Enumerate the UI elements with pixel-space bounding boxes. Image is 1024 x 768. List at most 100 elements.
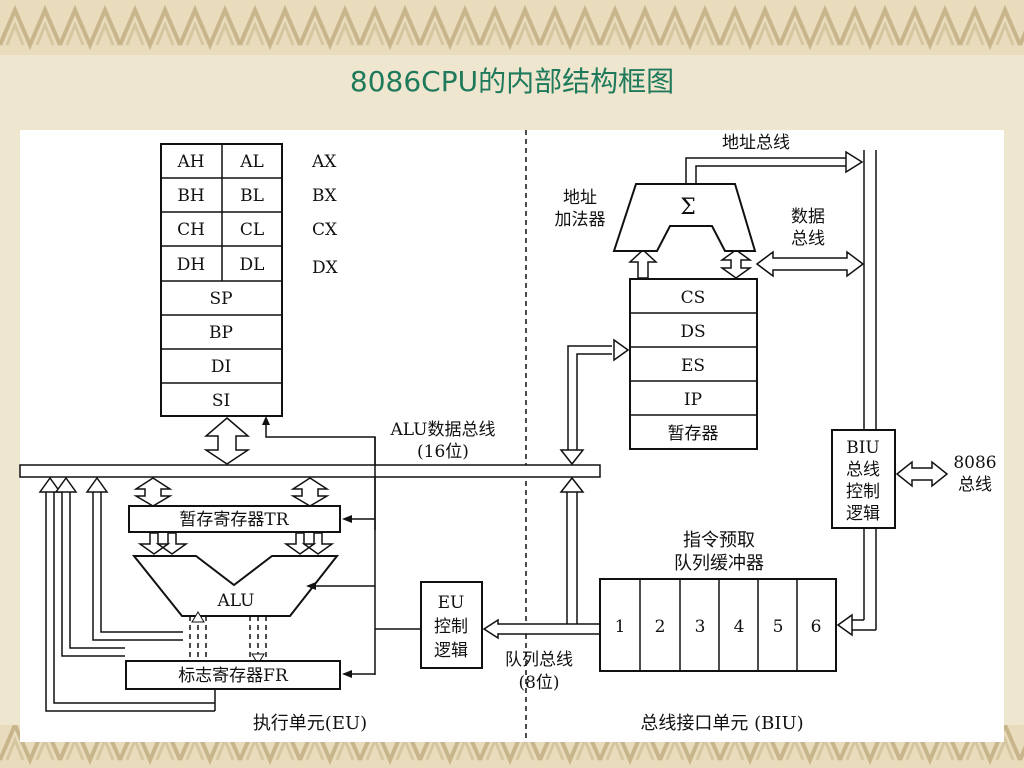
segment-register-file: CS DS ES IP 暂存器 (629, 278, 758, 450)
arrow-head (262, 416, 270, 425)
arrow-head (836, 613, 853, 637)
external-bus-arrow (895, 460, 949, 488)
external-bus-label-2: 总线 (958, 475, 992, 495)
register-name-cx: CX (312, 220, 338, 240)
register-cs: CS (681, 288, 706, 308)
register-name-dx: DX (312, 258, 339, 278)
register-al: AL (239, 152, 264, 172)
flag-register-fr-label: 标志寄存器FR (178, 666, 289, 686)
register-dl: DL (240, 255, 265, 275)
register-bl: BL (240, 186, 264, 206)
register-es: ES (681, 356, 705, 376)
temp-register-tr (128, 505, 341, 533)
eu-control-label-2: 控制 (434, 617, 468, 637)
register-ds: DS (680, 322, 705, 342)
data-bus-label-1: 数据 (791, 207, 825, 227)
queue-bus-arrow (482, 618, 601, 640)
arrow-head (251, 653, 265, 665)
register-si: SI (212, 391, 230, 411)
top-decorative-band (0, 0, 1024, 55)
data-bus-arrow (755, 250, 865, 278)
data-bus-label-2: 总线 (791, 229, 825, 249)
external-bus-label-1: 8086 (953, 453, 996, 473)
register-name-bx: BX (312, 186, 337, 206)
arrow-head (38, 476, 62, 493)
register-ch: CH (177, 220, 205, 240)
queue-title-2: 队列缓冲器 (674, 553, 764, 574)
queue-cell-2: 2 (655, 617, 666, 637)
biu-unit-label: 总线接口单元 (BIU) (640, 713, 803, 734)
address-bus-line (685, 157, 846, 184)
queue-cell-5: 5 (773, 617, 784, 637)
register-bh: BH (177, 186, 204, 206)
register-ah: AH (176, 152, 204, 172)
tr-alu-arrow-right (283, 532, 335, 555)
feedback-line (45, 488, 215, 712)
eu-control-logic (420, 581, 483, 669)
address-adder-label-1: 地址 (563, 188, 597, 208)
segment-register-frame (629, 278, 758, 450)
queue-bus-label: 队列总线 (505, 650, 573, 670)
address-adder-label-2: 加法器 (555, 210, 606, 230)
arrow-head (342, 670, 352, 678)
register-dh: DH (177, 255, 205, 275)
biu-control-label-1: BIU (846, 438, 880, 458)
feedback-line (61, 488, 125, 657)
register-cl: CL (240, 220, 264, 240)
register-sp: SP (209, 289, 232, 309)
flag-register-fr (125, 660, 341, 690)
address-bus-line (695, 165, 846, 184)
eu-unit-label: 执行单元(EU) (253, 713, 367, 734)
instruction-queue: 1 2 3 4 5 6 (599, 578, 837, 672)
arrow-head (306, 582, 316, 590)
biu-control-label-3: 控制 (846, 482, 880, 502)
arrow-head (613, 338, 630, 362)
arrow-head (342, 515, 352, 523)
address-adder (612, 183, 757, 252)
segment-adder-arrow-left (628, 248, 658, 279)
eu-control-label-3: 逻辑 (434, 641, 468, 661)
bus-tr-arrow-left (133, 477, 173, 507)
feedback-line (53, 488, 215, 704)
flag-feedback-paths (38, 476, 216, 712)
queue-cell-1: 1 (615, 617, 626, 637)
general-register-file: AH AL BH BL CH CL DH DL SP BP DI SI (160, 143, 283, 417)
queue-frame (599, 578, 837, 672)
bus-tr-arrow-right (290, 477, 330, 507)
bus-segment-line (567, 345, 612, 452)
feedback-line (69, 488, 125, 649)
alu-data-bus (19, 464, 601, 478)
register-name-ax: AX (311, 152, 337, 172)
biu-control-label-4: 逻辑 (846, 504, 880, 524)
register-di: DI (211, 357, 231, 377)
segment-adder-arrow-right (719, 249, 753, 279)
address-bus-label: 地址总线 (722, 133, 790, 153)
queue-cell-3: 3 (695, 617, 706, 637)
arrow-head (845, 150, 864, 174)
alu-label: ALU (217, 591, 255, 611)
arrow-head (559, 449, 585, 466)
register-bp: BP (209, 323, 233, 343)
queue-cell-4: 4 (734, 617, 745, 637)
register-ip: IP (684, 390, 702, 410)
biu-control-label-2: 总线 (846, 460, 880, 480)
arrow-head (191, 611, 205, 623)
biu-control-logic (831, 429, 896, 529)
slide-title: 8086CPU的内部结构框图 (349, 65, 675, 98)
sigma-label: Σ (680, 195, 696, 220)
feedback-line (92, 488, 183, 641)
queue-bus-width: (8位) (518, 673, 559, 693)
feedback-line (100, 488, 183, 633)
arrow-head (54, 476, 78, 493)
arrow-head (85, 476, 109, 493)
bus-segment-line (576, 353, 612, 452)
register-temp: 暂存器 (668, 424, 719, 444)
alu-bus-width: (16位) (417, 442, 469, 462)
alu-bus-label: ALU数据总线 (390, 420, 496, 440)
tr-alu-arrow-left (137, 532, 189, 555)
queue-title-1: 指令预取 (683, 530, 755, 551)
temp-register-tr-label: 暂存寄存器TR (179, 510, 289, 530)
eu-control-label-1: EU (438, 593, 465, 613)
queue-cell-6: 6 (811, 617, 822, 637)
